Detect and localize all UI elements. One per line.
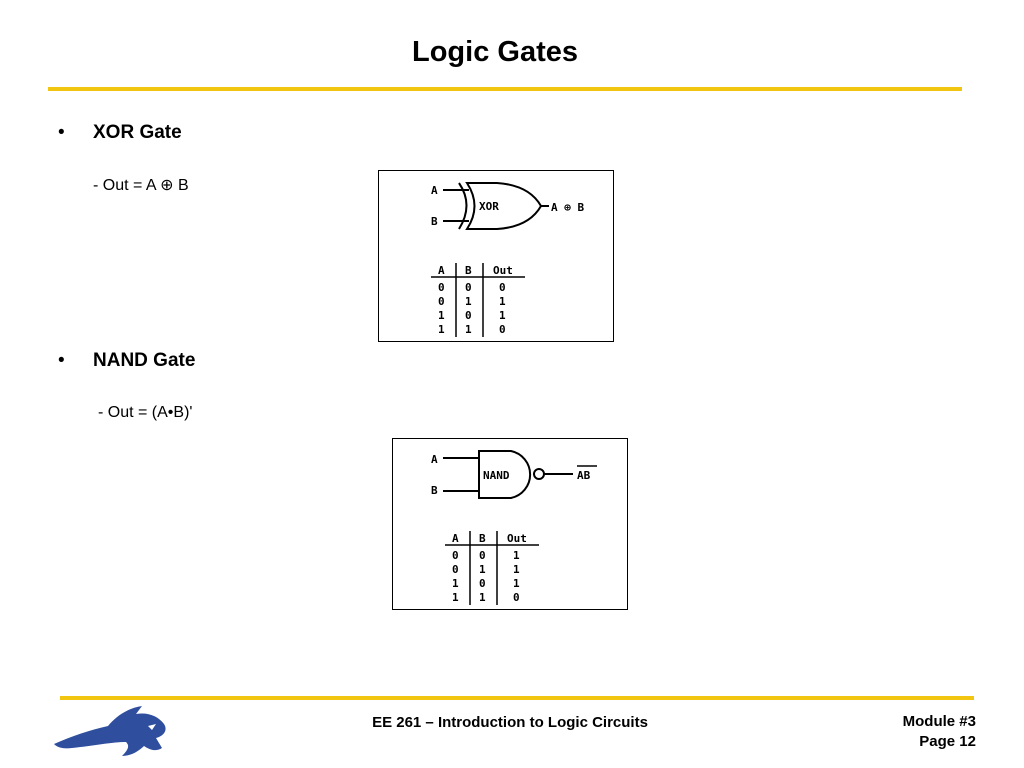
nand-tt-cell: 0 xyxy=(479,549,486,562)
xor-tt-cell: 0 xyxy=(438,295,445,308)
xor-tt-cell: 1 xyxy=(499,295,506,308)
nand-tt-header-b: B xyxy=(479,532,486,545)
nand-tt-cell: 1 xyxy=(452,591,459,604)
nand-truth-table: A B Out 0 0 1 0 1 1 1 0 1 1 1 0 xyxy=(445,531,539,605)
xor-output-label: A ⊕ B xyxy=(551,201,584,214)
nand-tt-header-a: A xyxy=(452,532,459,545)
xor-tt-cell: 0 xyxy=(465,309,472,322)
footer-module: Module #3 xyxy=(902,713,976,730)
xor-tt-cell: 0 xyxy=(499,281,506,294)
nand-tt-cell: 1 xyxy=(513,563,520,576)
nand-formula: - Out = (A•B)' xyxy=(98,404,193,421)
nand-gate-label: NAND xyxy=(483,469,510,482)
wildcat-logo-icon xyxy=(52,700,170,765)
nand-figure: A B NAND AB A B Out 0 0 1 0 1 1 1 0 1 1 … xyxy=(392,438,628,610)
xor-tt-header-b: B xyxy=(465,264,472,277)
xor-tt-cell: 1 xyxy=(438,323,445,336)
nand-gate-diagram: A B NAND AB A B Out 0 0 1 0 1 1 1 0 1 1 … xyxy=(431,450,597,605)
nand-tt-cell: 1 xyxy=(513,577,520,590)
xor-tt-cell: 0 xyxy=(499,323,506,336)
xor-input-a-label: A xyxy=(431,184,438,197)
xor-tt-cell: 0 xyxy=(465,281,472,294)
xor-input-b-label: B xyxy=(431,215,438,228)
xor-heading: XOR Gate xyxy=(93,122,182,143)
bullet-marker: • xyxy=(58,350,65,371)
bullet-marker: • xyxy=(58,122,65,143)
footer-course-title: EE 261 – Introduction to Logic Circuits xyxy=(372,714,648,731)
bottom-divider xyxy=(60,696,974,700)
xor-gate-label: XOR xyxy=(479,200,499,213)
xor-truth-table: A B Out 0 0 0 0 1 1 1 0 1 1 1 0 xyxy=(431,263,525,337)
nand-tt-cell: 1 xyxy=(513,549,520,562)
inversion-bubble xyxy=(533,468,545,480)
footer-page: Page 12 xyxy=(919,733,976,750)
xor-figure: A B XOR A ⊕ B A B Out 0 0 0 0 1 1 1 0 1 … xyxy=(378,170,614,342)
xor-gate-diagram: A B XOR A ⊕ B A B Out 0 0 0 0 1 1 1 0 1 … xyxy=(431,182,584,337)
xor-tt-header-a: A xyxy=(438,264,445,277)
nand-tt-cell: 0 xyxy=(479,577,486,590)
nand-tt-header-out: Out xyxy=(507,532,527,545)
nand-heading: NAND Gate xyxy=(93,350,196,371)
xor-tt-cell: 1 xyxy=(438,309,445,322)
footer-page-info: Module #3 Page 12 xyxy=(903,712,976,752)
nand-tt-cell: 1 xyxy=(479,563,486,576)
nand-output-label: AB xyxy=(577,469,591,482)
xor-tt-cell: 0 xyxy=(438,281,445,294)
nand-tt-cell: 0 xyxy=(452,563,459,576)
nand-tt-cell: 1 xyxy=(452,577,459,590)
nand-tt-cell: 0 xyxy=(513,591,520,604)
xor-tt-cell: 1 xyxy=(465,295,472,308)
xor-tt-cell: 1 xyxy=(465,323,472,336)
top-divider xyxy=(48,87,962,91)
nand-input-b-label: B xyxy=(431,484,438,497)
xor-tt-header-out: Out xyxy=(493,264,513,277)
xor-tt-cell: 1 xyxy=(499,309,506,322)
nand-input-a-label: A xyxy=(431,453,438,466)
nand-tt-cell: 0 xyxy=(452,549,459,562)
xor-formula: - Out = A ⊕ B xyxy=(93,177,189,194)
nand-tt-cell: 1 xyxy=(479,591,486,604)
slide-title: Logic Gates xyxy=(412,36,578,68)
